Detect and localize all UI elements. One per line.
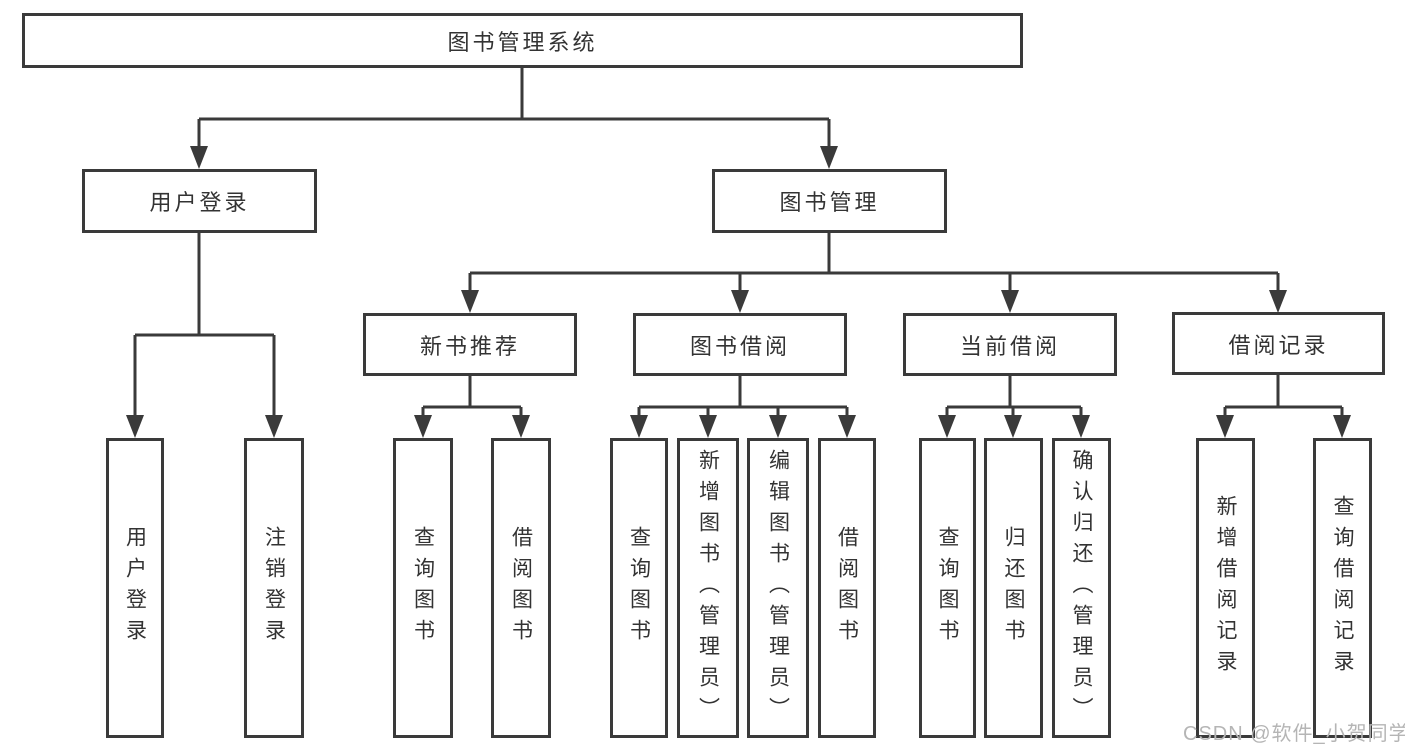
node-book-borrow: 图书借阅 <box>633 313 847 376</box>
leaf-confirm-return-admin: 确认归还（管理员） <box>1052 438 1111 738</box>
arrowhead-icon <box>1216 415 1234 438</box>
node-current-borrow: 当前借阅 <box>903 313 1117 376</box>
csdn-watermark: CSDN @软件_小贺同学 <box>1183 723 1405 745</box>
arrowhead-icon <box>190 146 208 169</box>
leaf-add-books-admin: 新增图书（管理员） <box>677 438 739 738</box>
arrowhead-icon <box>769 415 787 438</box>
leaf-add-borrow-record: 新增借阅记录 <box>1196 438 1255 738</box>
arrowhead-icon <box>461 290 479 313</box>
node-root-system: 图书管理系统 <box>22 13 1023 68</box>
arrowhead-icon <box>414 415 432 438</box>
leaf-borrow-books-recommend: 借阅图书 <box>491 438 551 738</box>
leaf-query-books-recommend: 查询图书 <box>393 438 453 738</box>
arrowhead-icon <box>1001 290 1019 313</box>
node-user-login: 用户登录 <box>82 169 317 233</box>
node-new-book-recommend: 新书推荐 <box>363 313 577 376</box>
arrowhead-icon <box>1072 415 1090 438</box>
arrowhead-icon <box>699 415 717 438</box>
arrowhead-icon <box>630 415 648 438</box>
arrowhead-icon <box>820 146 838 169</box>
leaf-logout: 注销登录 <box>244 438 304 738</box>
leaf-query-books-current: 查询图书 <box>919 438 976 738</box>
arrowhead-icon <box>838 415 856 438</box>
node-borrow-records: 借阅记录 <box>1172 312 1385 375</box>
arrowhead-icon <box>938 415 956 438</box>
leaf-query-books-borrow: 查询图书 <box>610 438 668 738</box>
leaf-edit-books-admin: 编辑图书（管理员） <box>747 438 809 738</box>
arrowhead-icon <box>1004 415 1022 438</box>
arrowhead-icon <box>1333 415 1351 438</box>
leaf-return-books: 归还图书 <box>984 438 1043 738</box>
leaf-user-login: 用户登录 <box>106 438 164 738</box>
arrowhead-icon <box>265 415 283 438</box>
leaf-borrow-books: 借阅图书 <box>818 438 876 738</box>
node-book-management: 图书管理 <box>712 169 947 233</box>
arrowhead-icon <box>126 415 144 438</box>
leaf-query-borrow-record: 查询借阅记录 <box>1313 438 1372 738</box>
arrowhead-icon <box>1269 290 1287 313</box>
arrowhead-icon <box>731 290 749 313</box>
arrowhead-icon <box>512 415 530 438</box>
